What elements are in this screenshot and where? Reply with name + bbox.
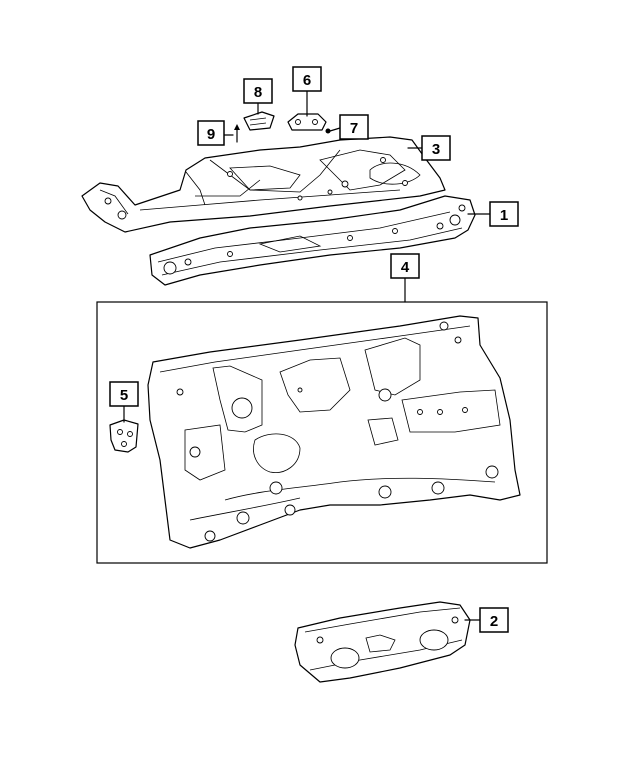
- part-1-crossmember: [149, 195, 476, 286]
- part-6-bracket: [287, 113, 327, 131]
- callout-1: 1: [489, 201, 519, 227]
- callout-1-label: 1: [500, 207, 508, 224]
- callout-6: 6: [292, 66, 322, 92]
- callout-9: 9: [197, 120, 225, 146]
- part-4-dash-panel: [147, 315, 521, 549]
- callout-5-label: 5: [120, 387, 128, 404]
- callout-3-label: 3: [432, 141, 440, 158]
- callout-9-label: 9: [207, 126, 215, 143]
- part-9-stud: [234, 124, 240, 143]
- callout-4-label: 4: [401, 259, 410, 276]
- callout-2: 2: [479, 607, 509, 633]
- callout-7-label: 7: [350, 120, 358, 137]
- callout-4: 4: [390, 253, 420, 279]
- callout-6-label: 6: [303, 72, 311, 89]
- part-7-clip: [325, 128, 331, 134]
- leader-7: [329, 127, 341, 132]
- part-3-cowl-panel: [81, 136, 446, 233]
- leader-lines: [123, 90, 491, 621]
- part-5-bracket: [109, 419, 139, 453]
- callout-5: 5: [109, 381, 139, 407]
- callout-2-label: 2: [490, 613, 498, 630]
- callout-7: 7: [339, 114, 369, 140]
- part-2-lower-panel: [294, 601, 471, 683]
- part-4-detail-frame: [96, 301, 548, 564]
- callout-8: 8: [243, 78, 273, 104]
- callout-8-label: 8: [254, 84, 262, 101]
- callout-3: 3: [421, 135, 451, 161]
- part-8-reinforcement: [243, 111, 275, 131]
